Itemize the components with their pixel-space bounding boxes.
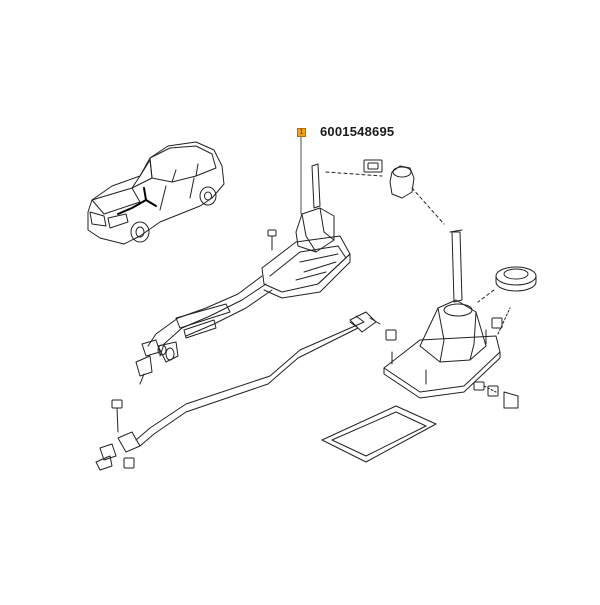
part-number-label: 6001548695 [320, 124, 395, 139]
shift-knob [363, 159, 445, 225]
part-marker-box: 1 [297, 128, 306, 137]
gasket-plate [321, 405, 437, 463]
shift-linkage-rod [95, 311, 381, 471]
car-illustration [87, 141, 225, 245]
gear-shift-assembly-left [135, 163, 383, 385]
gear-shift-assembly-right [383, 229, 537, 409]
